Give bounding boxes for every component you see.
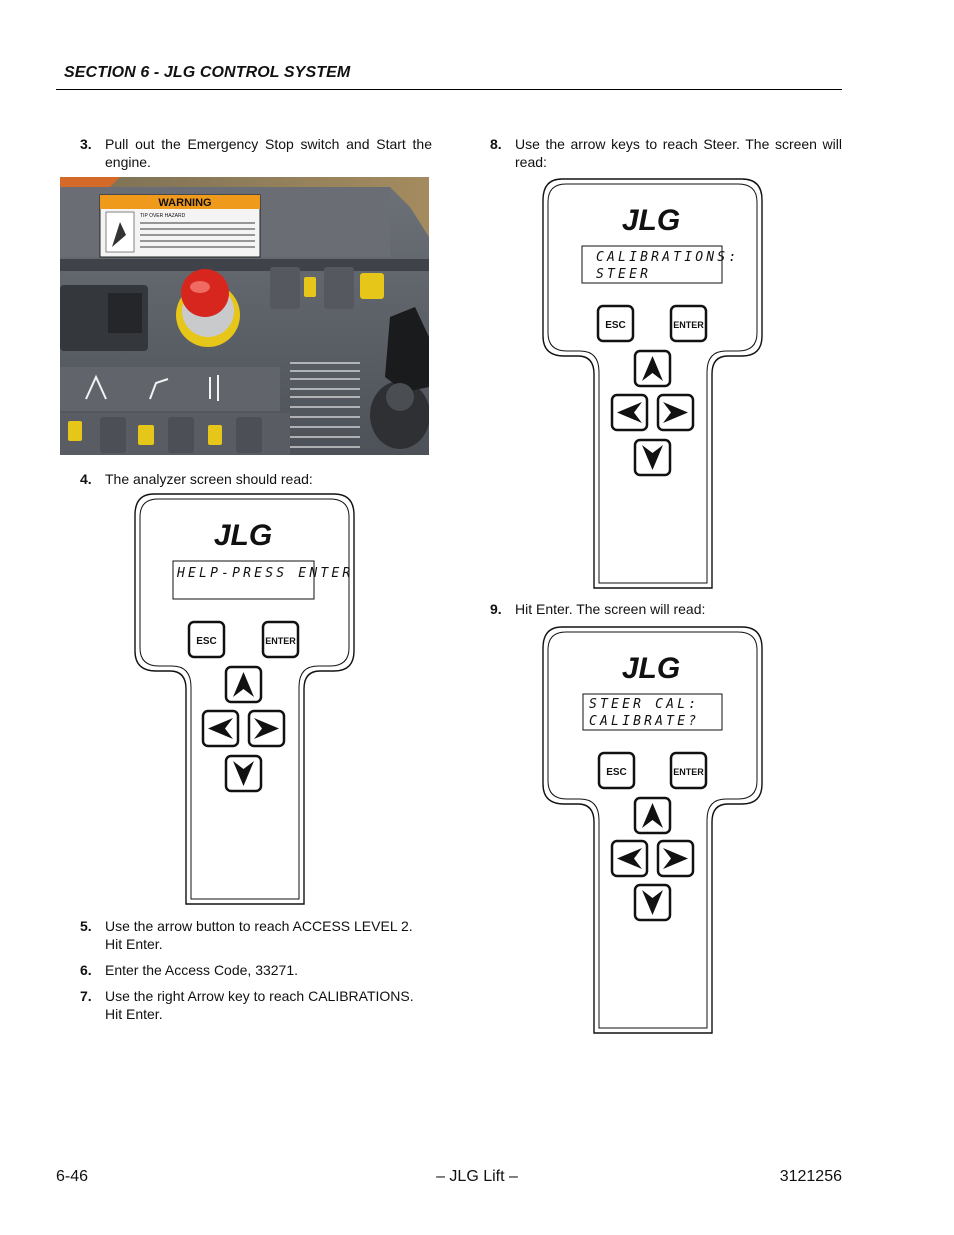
- display-line-1: STEER CAL:: [589, 697, 699, 712]
- down-arrow-button[interactable]: [633, 883, 672, 922]
- step-text: Hit Enter. The screen will read:: [515, 601, 706, 617]
- display-line-1: HELP-PRESS ENTER: [176, 566, 353, 581]
- step-6: 6. Enter the Access Code, 33271.: [80, 962, 432, 980]
- arrow-right-icon: [663, 848, 688, 869]
- esc-button[interactable]: ESC: [187, 620, 226, 659]
- arrow-left-icon: [617, 402, 642, 423]
- analyzer-display: [582, 693, 723, 731]
- jlg-logo: JLG: [622, 204, 680, 237]
- left-arrow-button[interactable]: [610, 839, 649, 878]
- arrow-down-icon: [233, 761, 254, 786]
- step-number: 6.: [80, 962, 92, 978]
- right-arrow-button[interactable]: [247, 709, 286, 748]
- jlg-logo: JLG: [622, 652, 680, 685]
- arrow-down-icon: [642, 445, 663, 470]
- enter-button[interactable]: ENTER: [669, 751, 708, 790]
- enter-button[interactable]: ENTER: [669, 304, 708, 343]
- step-number: 3.: [80, 136, 92, 152]
- step-number: 4.: [80, 471, 92, 487]
- left-arrow-button[interactable]: [201, 709, 240, 748]
- doc-number: 3121256: [779, 1168, 842, 1185]
- step-3: 3. Pull out the Emergency Stop switch an…: [80, 136, 432, 172]
- esc-label: ESC: [606, 767, 627, 778]
- up-arrow-button[interactable]: [224, 665, 263, 704]
- display-line-1: CALIBRATIONS:: [596, 250, 739, 265]
- esc-button[interactable]: ESC: [597, 751, 636, 790]
- step-9: 9. Hit Enter. The screen will read:: [490, 601, 842, 619]
- arrow-left-icon: [617, 848, 642, 869]
- control-panel-photo: WARNING TIP OVER HAZARD: [60, 177, 429, 455]
- analyzer-display: [581, 245, 723, 284]
- esc-button[interactable]: ESC: [596, 304, 635, 343]
- enter-label: ENTER: [673, 767, 704, 777]
- warning-subtitle: TIP OVER HAZARD: [140, 213, 186, 219]
- arrow-down-icon: [642, 890, 663, 915]
- arrow-right-icon: [663, 402, 688, 423]
- step-5: 5. Use the arrow button to reach ACCESS …: [80, 918, 432, 954]
- up-arrow-button[interactable]: [633, 796, 672, 835]
- step-7: 7. Use the right Arrow key to reach CALI…: [80, 988, 432, 1024]
- display-line-2: CALIBRATE?: [589, 714, 699, 729]
- analyzer-device-1: JLG HELP-PRESS ENTER ESC ENTER: [134, 493, 356, 911]
- arrow-up-icon: [642, 356, 663, 381]
- enter-label: ENTER: [265, 636, 296, 646]
- down-arrow-button[interactable]: [224, 754, 263, 793]
- step-number: 7.: [80, 988, 92, 1004]
- step-number: 9.: [490, 601, 502, 617]
- header-rule: [56, 89, 842, 90]
- step-text: Use the arrow button to reach ACCESS LEV…: [105, 918, 413, 952]
- page-number: 6-46: [56, 1168, 89, 1185]
- step-4: 4. The analyzer screen should read:: [80, 471, 432, 489]
- footer-center: – JLG Lift –: [436, 1168, 518, 1185]
- warning-title: WARNING: [158, 197, 211, 209]
- step-text: Pull out the Emergency Stop switch and S…: [105, 136, 432, 170]
- step-number: 8.: [490, 136, 502, 152]
- down-arrow-button[interactable]: [633, 438, 672, 477]
- step-text: Enter the Access Code, 33271.: [105, 962, 299, 978]
- esc-label: ESC: [605, 320, 626, 331]
- section-header: SECTION 6 - JLG CONTROL SYSTEM: [64, 64, 351, 81]
- analyzer-device-2: JLG CALIBRATIONS: STEER ESC ENTER: [542, 178, 764, 595]
- analyzer-device-3: JLG STEER CAL: CALIBRATE? ESC ENTER: [542, 626, 764, 1041]
- step-text: Use the right Arrow key to reach CALIBRA…: [105, 988, 414, 1022]
- right-arrow-button[interactable]: [656, 393, 695, 432]
- step-text: Use the arrow keys to reach Steer. The s…: [515, 136, 842, 170]
- arrow-left-icon: [208, 718, 233, 739]
- analyzer-display: [172, 560, 315, 600]
- right-arrow-button[interactable]: [656, 839, 695, 878]
- up-arrow-button[interactable]: [633, 349, 672, 388]
- esc-label: ESC: [196, 636, 217, 647]
- arrow-up-icon: [642, 803, 663, 828]
- enter-button[interactable]: ENTER: [261, 620, 300, 659]
- arrow-right-icon: [254, 718, 279, 739]
- left-arrow-button[interactable]: [610, 393, 649, 432]
- step-8: 8. Use the arrow keys to reach Steer. Th…: [490, 136, 842, 172]
- arrow-up-icon: [233, 672, 254, 697]
- jlg-logo: JLG: [214, 519, 272, 552]
- display-line-2: STEER: [596, 267, 651, 282]
- step-text: The analyzer screen should read:: [105, 471, 313, 487]
- step-number: 5.: [80, 918, 92, 934]
- enter-label: ENTER: [673, 320, 704, 330]
